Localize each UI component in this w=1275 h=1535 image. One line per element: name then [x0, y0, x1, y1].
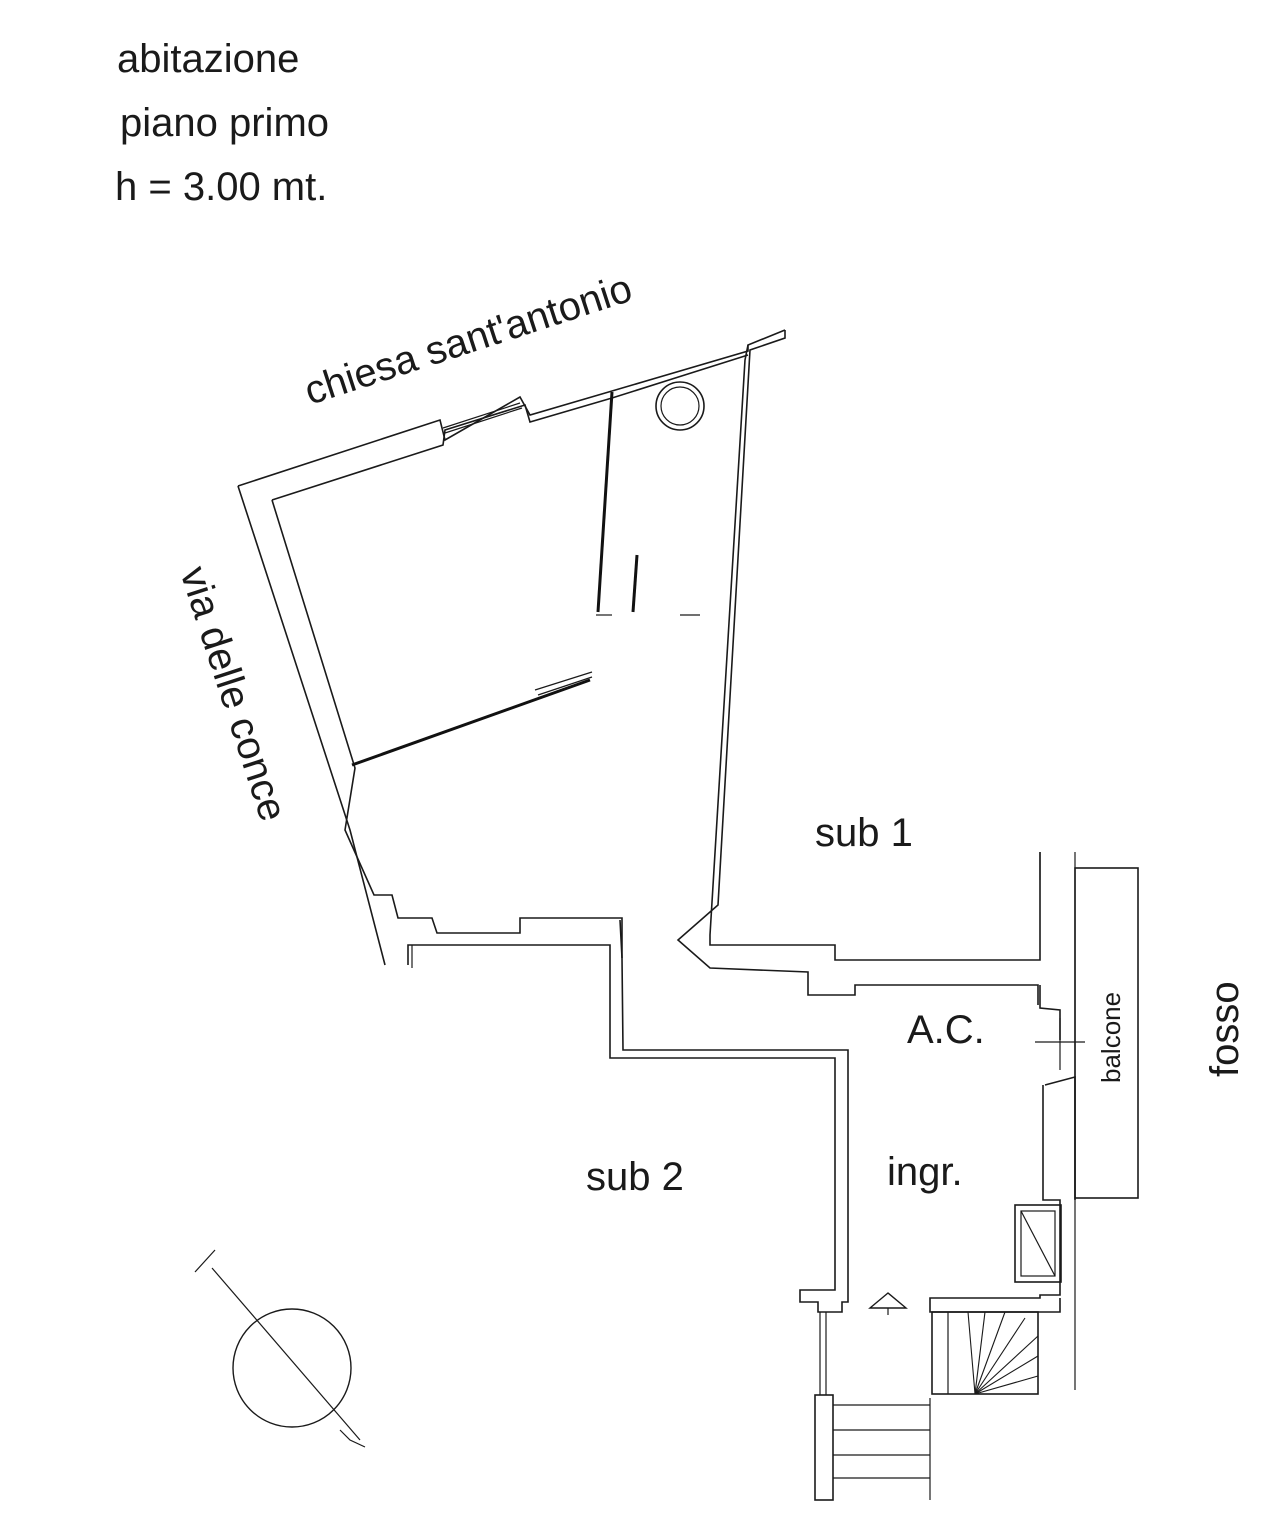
entrance-arrow-icon: [868, 1292, 908, 1315]
meter-box: [1014, 1204, 1062, 1283]
entrance-steps: [814, 1312, 931, 1501]
outer-walls: [237, 329, 786, 966]
round-column: [655, 381, 705, 431]
interior-partitions: [351, 391, 700, 767]
plan-floor: piano primo: [120, 101, 329, 145]
street-label-north: chiesa sant'antonio: [299, 266, 637, 413]
unit-label-sub2: sub 2: [586, 1155, 684, 1199]
spiral-stair: [931, 1311, 1039, 1395]
room-label-entrance: ingr.: [887, 1150, 963, 1194]
plan-title: abitazione: [117, 37, 299, 81]
street-label-west: via delle conce: [171, 561, 295, 826]
plan-height: h = 3.00 mt.: [115, 165, 327, 209]
balcony: [1039, 852, 1139, 1390]
unit-label-sub1: sub 1: [815, 811, 913, 855]
balcony-label: balcone: [1096, 992, 1126, 1083]
north-arrow-icon: [194, 1249, 366, 1448]
room-label-ac: A.C.: [907, 1008, 985, 1052]
ditch-label: fosso: [1203, 981, 1247, 1077]
sub2-walls: [407, 919, 849, 1313]
east-wall: [676, 330, 1041, 1005]
